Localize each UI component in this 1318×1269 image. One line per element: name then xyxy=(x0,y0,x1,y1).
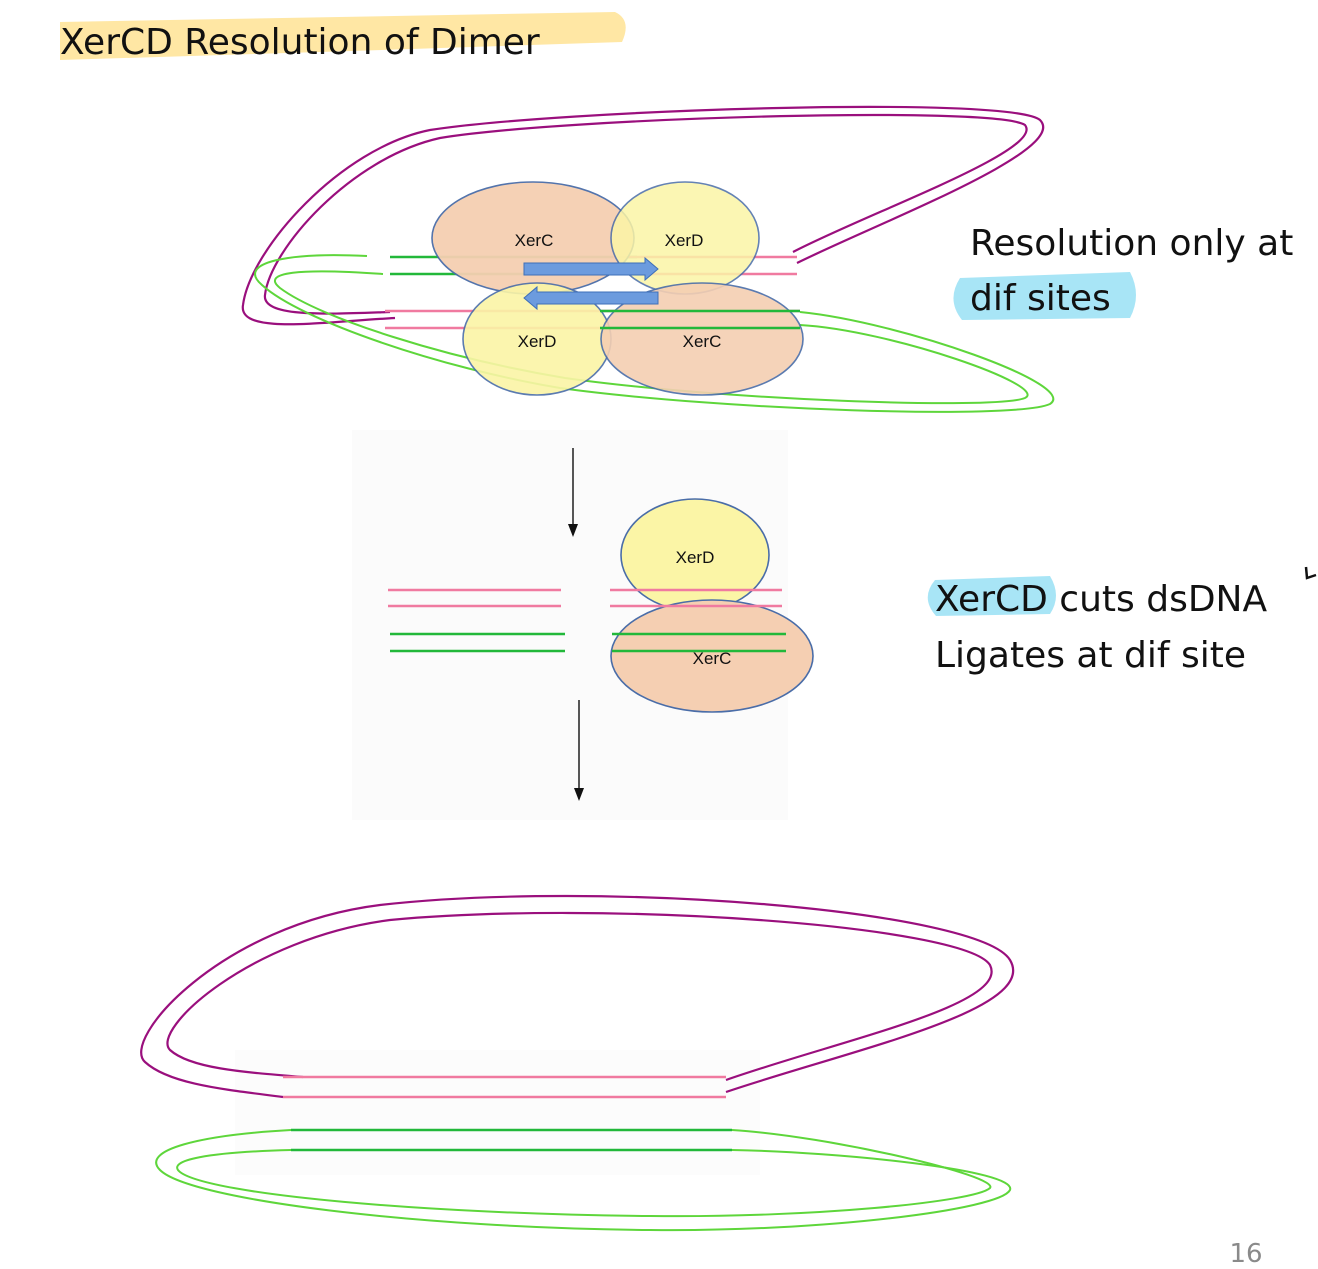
purple-monomer-inner xyxy=(166,911,993,1082)
note-highlight-dif xyxy=(953,272,1136,320)
note-cuts: XerCD cuts dsDNA Ligates at dif site xyxy=(927,566,1317,676)
title-highlight xyxy=(60,12,626,60)
green-monomer-outer xyxy=(155,1129,1012,1232)
label-xerc-2: XerC xyxy=(683,332,722,351)
purple-loop-inner xyxy=(263,113,1028,315)
note-line-4: Ligates at dif site xyxy=(935,635,1246,676)
dimer-diagram: XerC XerD XerD XerC xyxy=(241,105,1055,413)
purple-loop-outer xyxy=(241,105,1045,326)
slide-title: XerCD Resolution of Dimer xyxy=(60,12,626,63)
down-arrow-2 xyxy=(574,788,584,801)
green-monomer-inner xyxy=(176,1129,992,1218)
down-arrow-1 xyxy=(568,524,578,537)
label-xerd-3: XerD xyxy=(676,548,715,567)
exchange-arrow-left xyxy=(523,285,659,311)
green-loop-inner xyxy=(273,270,1029,405)
note-line-2: dif sites xyxy=(970,278,1111,319)
ink-scribble xyxy=(1304,566,1317,580)
note-line-1: Resolution only at xyxy=(970,223,1293,264)
label-xerd-2: XerD xyxy=(518,332,557,351)
page-number: 16 xyxy=(1229,1239,1262,1269)
label-xerc-3: XerC xyxy=(693,649,732,668)
label-xerc-1: XerC xyxy=(515,231,554,250)
note-highlight-xercd xyxy=(927,576,1056,616)
xerc-middle xyxy=(610,599,814,713)
exchange-arrow-right xyxy=(523,256,659,282)
cleavage-diagram: XerD XerC xyxy=(352,430,814,820)
title-text: XerCD Resolution of Dimer xyxy=(60,22,540,63)
resolved-monomers xyxy=(140,894,1014,1232)
label-xerd-1: XerD xyxy=(665,231,704,250)
note-resolution: Resolution only at dif sites xyxy=(953,223,1293,320)
green-loop-outer xyxy=(254,254,1055,413)
note-line-3: XerCD cuts dsDNA xyxy=(935,579,1267,620)
purple-monomer-outer xyxy=(140,894,1014,1099)
